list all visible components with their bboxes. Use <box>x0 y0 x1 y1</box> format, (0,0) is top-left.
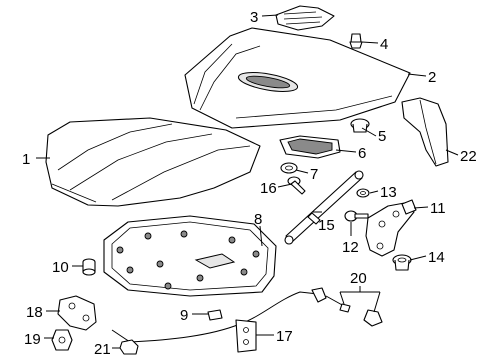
callout-20-21: 21 <box>94 341 111 358</box>
part-15-strut <box>284 170 364 245</box>
part-18-latch <box>57 295 97 331</box>
part-11-hinge <box>365 199 417 257</box>
callout-13: 13 <box>380 184 397 201</box>
callout-labels: 1 2 3 4 5 6 7 8 9 10 11 12 13 14 15 16 1… <box>22 9 477 358</box>
callout-16: 16 <box>260 180 277 197</box>
callout-7: 7 <box>310 166 318 183</box>
part-16-bolt <box>287 176 306 195</box>
part-10-bumper-stop <box>82 258 96 276</box>
callout-3: 3 <box>250 9 258 26</box>
part-2-hood-panel <box>184 27 411 129</box>
part-5-bumper <box>350 118 370 133</box>
callout-11: 11 <box>430 200 446 217</box>
callout-14: 14 <box>428 249 445 266</box>
callout-18: 18 <box>26 304 43 321</box>
callout-22: 22 <box>460 148 477 165</box>
leader-lines <box>36 14 459 349</box>
part-1-hood-outer-panel <box>45 117 261 207</box>
callout-8: 8 <box>254 211 262 228</box>
part-7-grommet <box>280 162 298 174</box>
callout-2: 2 <box>428 69 436 86</box>
callout-15: 15 <box>318 217 335 234</box>
part-19-striker <box>51 329 73 351</box>
part-4-clip <box>349 33 363 49</box>
callout-12: 12 <box>342 239 359 256</box>
callout-5: 5 <box>378 128 386 145</box>
part-13-nut <box>356 188 370 198</box>
callout-9: 9 <box>180 307 188 324</box>
part-17-bracket <box>235 319 257 353</box>
part-6-bezel <box>279 135 341 159</box>
part-3-hood-scoop <box>275 5 335 31</box>
part-9-clip <box>207 309 223 321</box>
part-12-pin <box>344 210 369 222</box>
callout-19: 19 <box>24 331 41 348</box>
callout-20: 20 <box>350 270 367 287</box>
part-8-hood-inner-panel <box>103 215 277 297</box>
callout-4: 4 <box>380 36 388 53</box>
callout-6: 6 <box>358 145 366 162</box>
callout-10: 10 <box>52 259 69 276</box>
callout-1: 1 <box>22 151 30 168</box>
part-22-insulator <box>401 97 449 167</box>
part-14-bumper <box>392 254 412 271</box>
callout-17: 17 <box>276 328 293 345</box>
